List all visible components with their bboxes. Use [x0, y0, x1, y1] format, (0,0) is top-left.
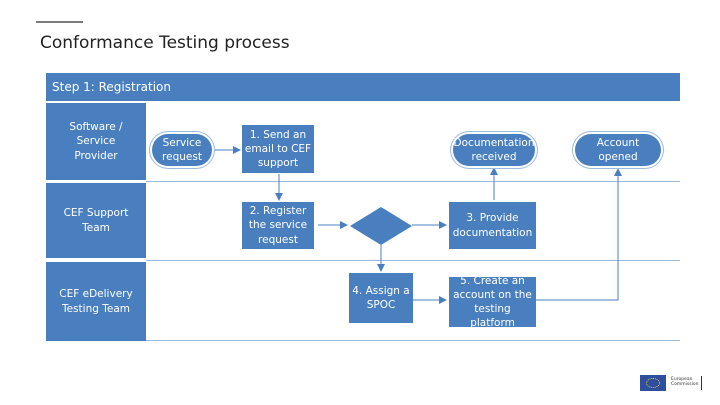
slide-title: Conformance Testing process — [40, 33, 290, 53]
lane-testing-team — [146, 262, 680, 341]
node-assign-spoc: 4. Assign a SPOC — [349, 273, 413, 323]
lane-label-service-provider: Software / Service Provider — [46, 103, 146, 180]
lane-divider — [146, 260, 680, 261]
commission-logo-text: European Commission — [671, 377, 699, 388]
swimlane-diagram: Step 1: Registration Software / Service … — [46, 73, 680, 341]
step-header: Step 1: Registration — [46, 73, 680, 101]
lane-label-testing-team: CEF eDelivery Testing Team — [46, 262, 146, 341]
node-documentation-received: Documentation received — [453, 134, 535, 166]
node-provide-documentation: 3. Provide documentation — [449, 202, 536, 249]
lane-cef-support — [146, 183, 680, 258]
lane-divider — [146, 181, 680, 182]
logo-divider — [701, 376, 702, 390]
node-account-opened: Account opened — [575, 134, 661, 166]
lane-label-cef-support: CEF Support Team — [46, 183, 146, 258]
title-rule — [36, 21, 83, 23]
decision-diamond — [349, 206, 413, 246]
node-create-account: 5. Create an account on the testing plat… — [449, 275, 536, 329]
node-service-request: Service request — [152, 134, 212, 166]
lane-divider — [146, 340, 680, 341]
node-send-email: 1. Send an email to CEF support — [242, 125, 314, 173]
node-register-request: 2. Register the service request — [242, 202, 314, 249]
eu-flag-logo — [640, 375, 666, 391]
